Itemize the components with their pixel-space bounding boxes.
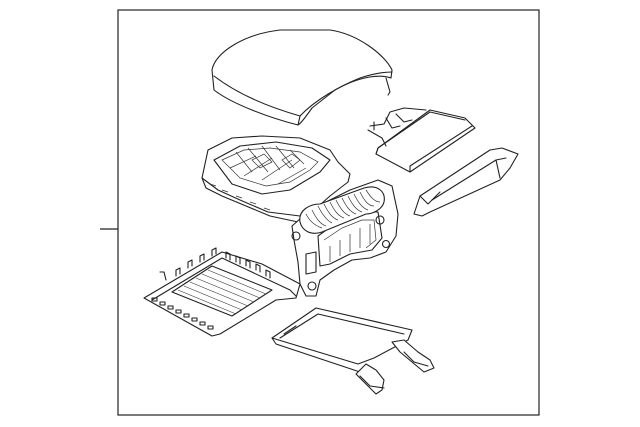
bottom-panel — [143, 247, 301, 337]
side-trim-panel — [413, 147, 519, 217]
floor-bracket — [271, 307, 435, 395]
diagram-frame — [117, 9, 540, 416]
storage-bin-tray — [367, 107, 476, 173]
console-base-assembly — [201, 135, 399, 297]
armrest-lid — [211, 29, 393, 126]
